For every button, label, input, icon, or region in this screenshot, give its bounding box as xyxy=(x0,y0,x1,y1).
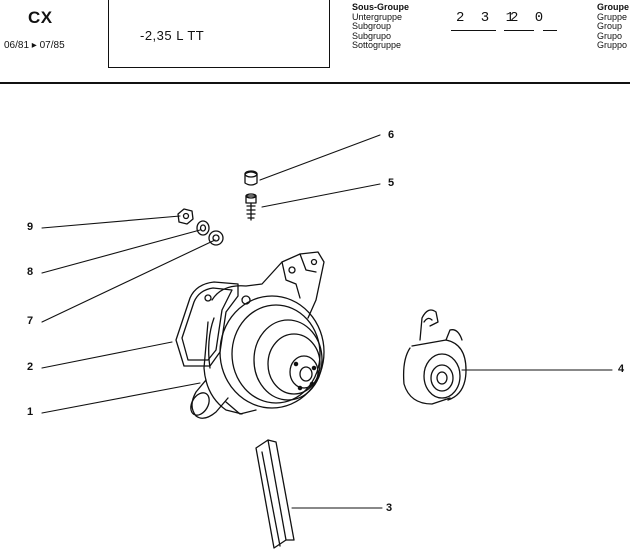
production-dates: 06/81 ▸ 07/85 xyxy=(4,40,65,51)
callout-4: 4 xyxy=(618,363,625,375)
engine-spec: -2,35 L TT xyxy=(140,28,205,43)
subgroup-labels: Sous-Groupe Untergruppe Subgroup Subgrup… xyxy=(352,2,410,51)
code-underline-c xyxy=(543,30,557,31)
cap-part-6 xyxy=(244,170,258,186)
vehicle-model: CX xyxy=(28,8,53,27)
subgroup-label-en: Subgroup xyxy=(352,21,392,31)
callout-3: 3 xyxy=(386,502,393,514)
callout-2: 2 xyxy=(27,361,34,373)
callout-1: 1 xyxy=(27,406,34,418)
belt-part-3 xyxy=(255,439,295,549)
group-label-en: Group xyxy=(597,21,623,31)
callout-8: 8 xyxy=(27,266,34,278)
engine-box xyxy=(108,0,330,68)
group-labels: Groupe Gruppe Group Grupo Gruppo xyxy=(597,2,630,51)
subgroup-code-b: 2 0 xyxy=(510,10,548,26)
gasket-part-2 xyxy=(175,281,239,367)
subgroup-label-es: Subgrupo xyxy=(352,30,392,41)
lock-washer-part-8 xyxy=(196,220,210,236)
callout-9: 9 xyxy=(27,221,34,233)
callout-5: 5 xyxy=(388,177,395,189)
group-label-fr: Groupe xyxy=(597,2,630,12)
group-label-de: Gruppe xyxy=(597,11,628,22)
subgroup-label-fr: Sous-Groupe xyxy=(352,2,410,12)
callout-6: 6 xyxy=(388,129,395,141)
water-pump-part-1 xyxy=(190,251,325,419)
subgroup-label-it: Sottogruppe xyxy=(352,40,402,50)
group-label-es: Grupo xyxy=(597,30,623,41)
subgroup-label-de: Untergruppe xyxy=(352,11,403,22)
leader-lines xyxy=(41,134,613,509)
washer-part-7 xyxy=(208,230,224,246)
nut-part-9 xyxy=(177,208,194,225)
bleed-screw-part-5 xyxy=(245,193,257,221)
group-label-it: Gruppo xyxy=(597,40,628,50)
tensioner-part-4 xyxy=(402,309,467,405)
header-divider xyxy=(0,82,630,84)
subgroup-code-a: 2 3 1 xyxy=(456,10,519,26)
code-underline-b xyxy=(504,30,534,31)
callout-7: 7 xyxy=(27,315,34,327)
code-underline-a xyxy=(451,30,496,31)
